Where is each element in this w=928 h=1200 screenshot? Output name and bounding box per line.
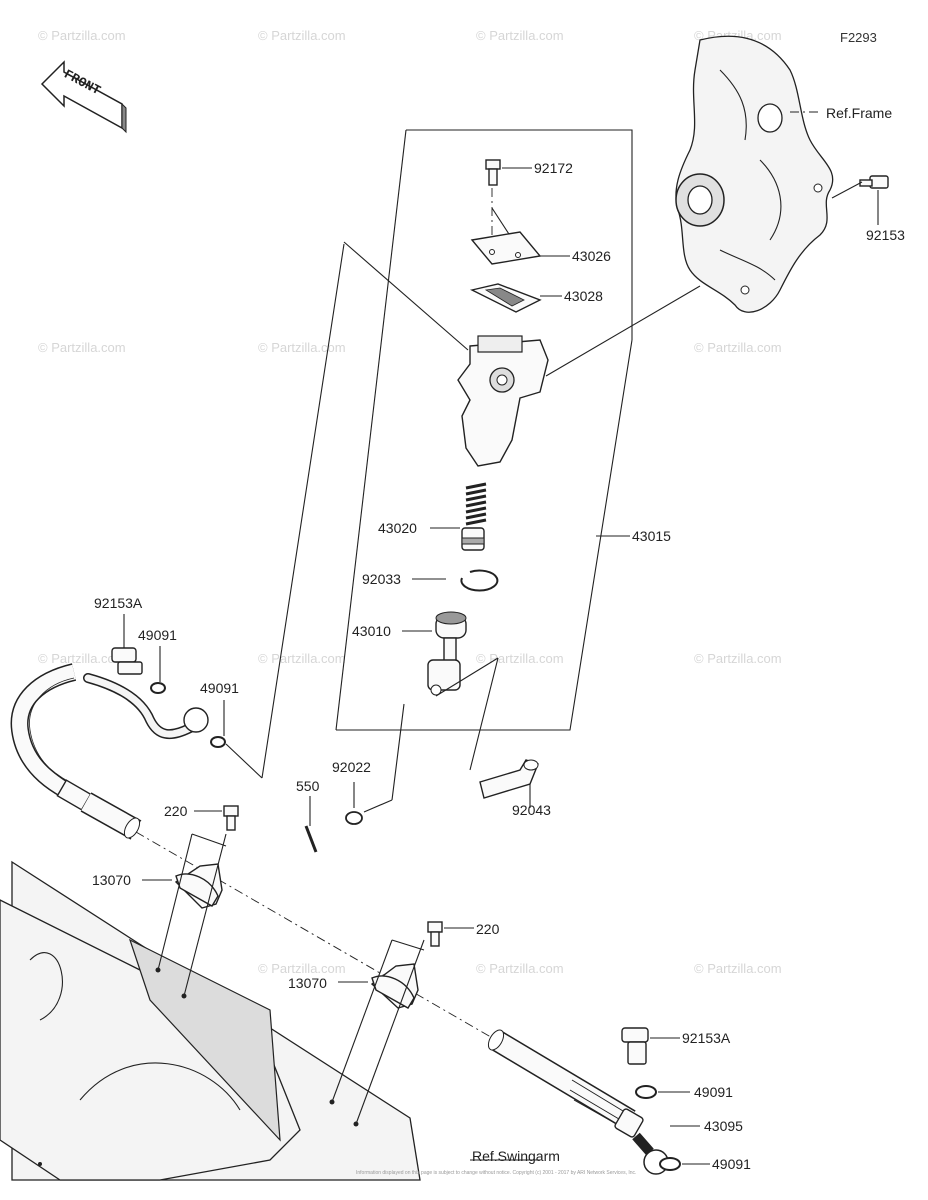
bolt-92153: [859, 175, 889, 189]
part-label-49091-c: 49091: [694, 1084, 733, 1100]
screw-220-a: [223, 805, 239, 817]
part-label-49091-d: 49091: [712, 1156, 751, 1172]
banjo-bolt-92153A-right: [621, 1027, 649, 1065]
watermark: © Partzilla.com: [476, 651, 564, 666]
hose-clamp-13070-a: [174, 863, 223, 909]
part-label-92043: 92043: [512, 802, 551, 818]
brake-hose-lower: [487, 1029, 669, 1175]
screw-220-b: [427, 921, 443, 933]
ref-swingarm-label: Ref.Swingarm: [472, 1148, 560, 1164]
watermark-grid: © Partzilla.com © Partzilla.com © Partzi…: [38, 28, 782, 976]
part-label-43095: 43095: [704, 1118, 743, 1134]
part-label-92153A-left: 92153A: [94, 595, 143, 611]
part-label-43028: 43028: [564, 288, 603, 304]
brake-hose-43095: [10, 663, 209, 840]
watermark: © Partzilla.com: [258, 961, 346, 976]
washer-92022: [345, 811, 363, 825]
watermark: © Partzilla.com: [38, 28, 126, 43]
watermark: © Partzilla.com: [38, 340, 126, 355]
copyright-text: Information displayed on this page is su…: [356, 1170, 636, 1176]
washer-49091-c: [635, 1085, 657, 1099]
watermark: © Partzilla.com: [476, 28, 564, 43]
washer-49091-d: [659, 1157, 681, 1171]
part-label-43026: 43026: [572, 248, 611, 264]
hose-clamp-13070-b: [370, 963, 419, 1009]
watermark: © Partzilla.com: [38, 651, 126, 666]
spring-43020: [461, 482, 487, 551]
cotter-pin-550: [304, 825, 318, 853]
part-label-220-a: 220: [164, 803, 188, 819]
figure-id: F2293: [840, 30, 877, 45]
part-label-49091-b: 49091: [200, 680, 239, 696]
front-arrow-icon: FRONT: [40, 60, 127, 134]
watermark: © Partzilla.com: [476, 961, 564, 976]
reservoir-cap-43026: [470, 231, 542, 265]
part-label-43010: 43010: [352, 623, 391, 639]
banjo-bolt-92153A-left: [111, 647, 143, 675]
washer-49091-b: [210, 736, 226, 748]
washer-49091-a: [150, 682, 166, 694]
pin-92043: [479, 759, 539, 799]
watermark: © Partzilla.com: [694, 651, 782, 666]
part-label-92153A-right: 92153A: [682, 1030, 731, 1046]
watermark: © Partzilla.com: [694, 340, 782, 355]
watermark: © Partzilla.com: [258, 651, 346, 666]
part-label-43020: 43020: [378, 520, 417, 536]
frame-casting: [675, 35, 834, 313]
watermark: © Partzilla.com: [694, 961, 782, 976]
part-label-13070-a: 13070: [92, 872, 131, 888]
circlip-92033: [460, 569, 499, 592]
part-label-92022: 92022: [332, 759, 371, 775]
swingarm: [0, 860, 421, 1181]
part-label-43015: 43015: [632, 528, 671, 544]
part-label-13070-b: 13070: [288, 975, 327, 991]
ref-frame-label: Ref.Frame: [826, 105, 892, 121]
part-label-49091-a: 49091: [138, 627, 177, 643]
watermark: © Partzilla.com: [258, 28, 346, 43]
push-rod-43010: [427, 611, 467, 696]
screw-92172: [485, 159, 501, 186]
master-cylinder-body: [457, 335, 549, 467]
part-label-92172: 92172: [534, 160, 573, 176]
watermark: © Partzilla.com: [258, 340, 346, 355]
part-label-220-b: 220: [476, 921, 500, 937]
part-label-92033: 92033: [362, 571, 401, 587]
part-label-550: 550: [296, 778, 320, 794]
part-label-92153: 92153: [866, 227, 905, 243]
